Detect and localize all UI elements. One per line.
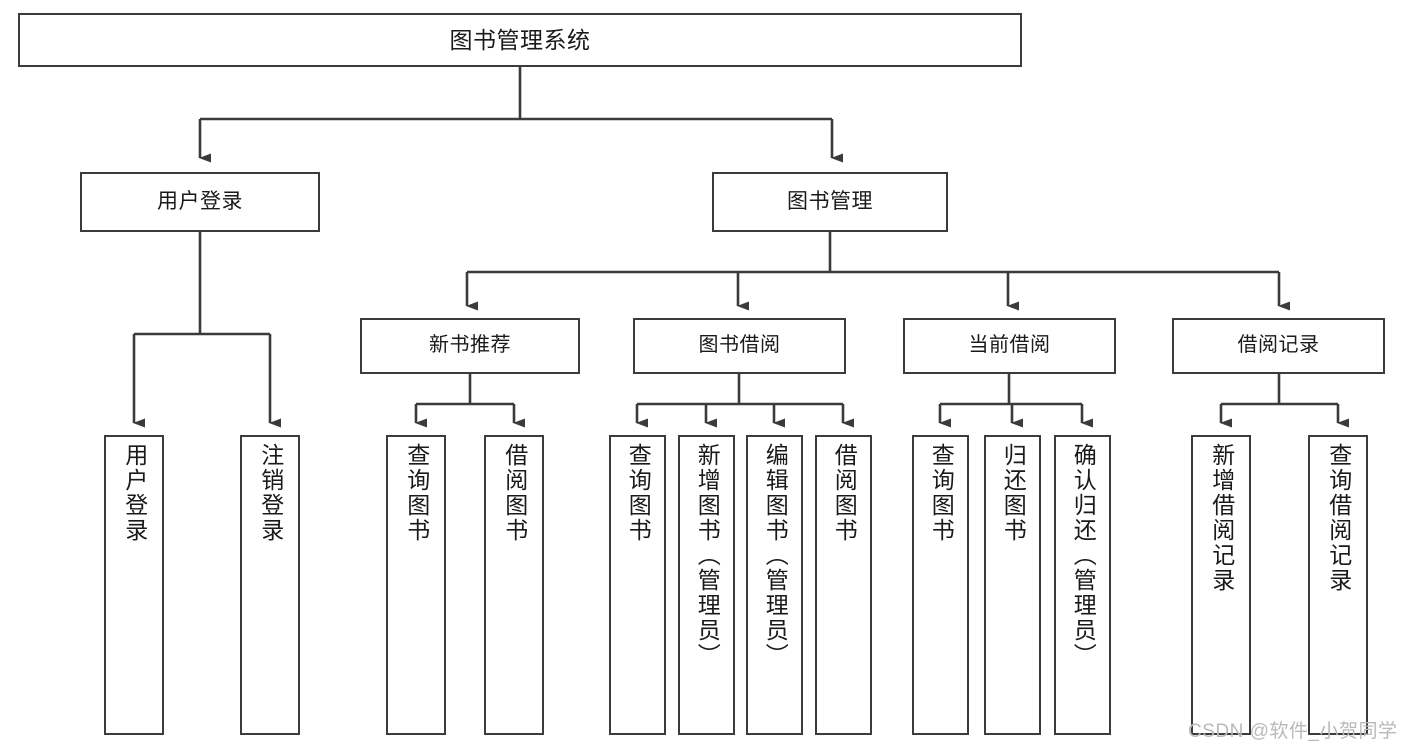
node-leaf-user-login[interactable]: 用户登录 <box>104 435 164 735</box>
csdn-watermark-text: CSDN @软件_小贺同学 <box>1188 721 1398 742</box>
node-leaf-add-record[interactable]: 新增借阅记录 <box>1191 435 1251 735</box>
node-borrow-record[interactable]: 借阅记录 <box>1172 318 1385 374</box>
node-leaf-query-book-br[interactable]: 查询图书 <box>609 435 666 735</box>
node-leaf-query-book-cb-label: 查询图书 <box>928 443 955 543</box>
node-leaf-query-record[interactable]: 查询借阅记录 <box>1308 435 1368 735</box>
node-leaf-logout[interactable]: 注销登录 <box>240 435 300 735</box>
node-current-borrow-label: 当前借阅 <box>968 334 1051 357</box>
node-root-system[interactable]: 图书管理系统 <box>18 13 1022 67</box>
node-leaf-edit-book-label: 编辑图书（管理员） <box>762 443 789 668</box>
node-leaf-add-book[interactable]: 新增图书（管理员） <box>678 435 735 735</box>
node-user-login[interactable]: 用户登录 <box>80 172 320 232</box>
node-book-manage[interactable]: 图书管理 <box>712 172 948 232</box>
node-book-manage-label: 图书管理 <box>787 189 873 213</box>
node-leaf-confirm-return[interactable]: 确认归还（管理员） <box>1054 435 1111 735</box>
node-leaf-edit-book[interactable]: 编辑图书（管理员） <box>746 435 803 735</box>
node-leaf-borrow-book-rec[interactable]: 借阅图书 <box>484 435 544 735</box>
node-current-borrow[interactable]: 当前借阅 <box>903 318 1116 374</box>
node-leaf-confirm-return-label: 确认归还（管理员） <box>1070 443 1097 668</box>
node-leaf-logout-label: 注销登录 <box>257 443 284 543</box>
node-leaf-add-book-label: 新增图书（管理员） <box>694 443 721 668</box>
node-book-borrow[interactable]: 图书借阅 <box>633 318 846 374</box>
node-leaf-add-record-label: 新增借阅记录 <box>1208 443 1235 593</box>
node-leaf-query-book-br-label: 查询图书 <box>625 443 652 543</box>
node-new-book-rec-label: 新书推荐 <box>429 334 511 357</box>
node-new-book-rec[interactable]: 新书推荐 <box>360 318 580 374</box>
node-leaf-borrow-book-br[interactable]: 借阅图书 <box>815 435 872 735</box>
node-leaf-query-record-label: 查询借阅记录 <box>1325 443 1352 593</box>
node-user-login-label: 用户登录 <box>157 189 243 213</box>
node-leaf-return-book[interactable]: 归还图书 <box>984 435 1041 735</box>
node-root-label: 图书管理系统 <box>449 26 591 53</box>
node-leaf-return-book-label: 归还图书 <box>1000 443 1027 543</box>
csdn-watermark: CSDN @软件_小贺同学 <box>1188 716 1397 743</box>
node-leaf-borrow-book-br-label: 借阅图书 <box>831 443 858 543</box>
node-borrow-record-label: 借阅记录 <box>1237 334 1320 357</box>
node-leaf-user-login-label: 用户登录 <box>121 443 148 543</box>
node-leaf-query-book-cb[interactable]: 查询图书 <box>912 435 969 735</box>
node-leaf-borrow-book-rec-label: 借阅图书 <box>501 443 528 543</box>
node-book-borrow-label: 图书借阅 <box>698 334 781 357</box>
node-leaf-query-book-rec-label: 查询图书 <box>403 443 430 543</box>
node-leaf-query-book-rec[interactable]: 查询图书 <box>386 435 446 735</box>
